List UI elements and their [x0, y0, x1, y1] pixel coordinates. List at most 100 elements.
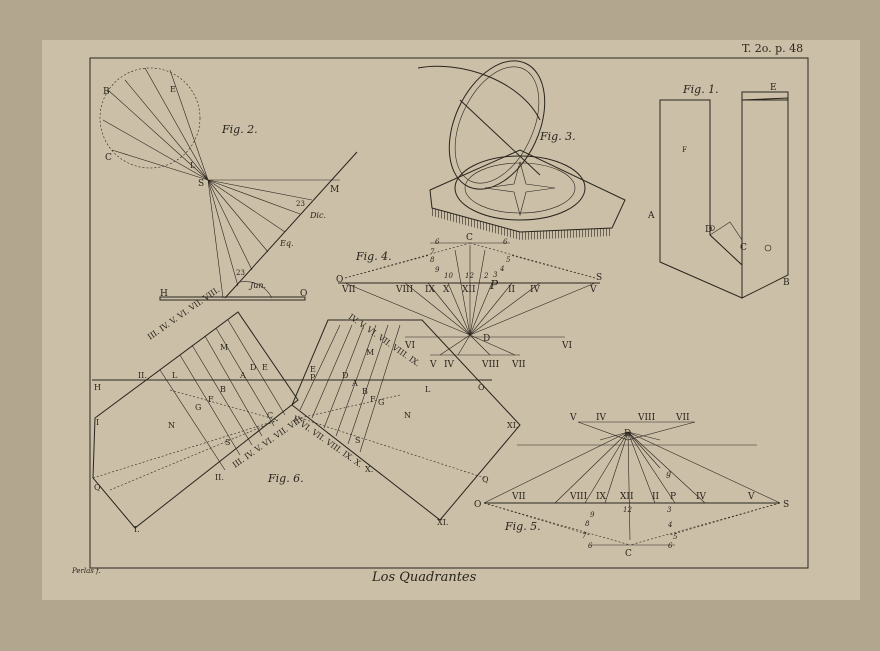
- fig1-label-c: C: [740, 243, 747, 253]
- fig6-right-label: D: [342, 371, 348, 380]
- fig6-right-label: G: [378, 398, 384, 407]
- fig6-right-label: F: [370, 395, 376, 404]
- fig5-hour: VIII: [637, 413, 656, 423]
- fig6-right-label: M: [366, 348, 374, 357]
- fig4-number: 10: [444, 272, 453, 280]
- fig4-hour: VII: [341, 285, 356, 295]
- fig4-hour: IV: [530, 285, 541, 295]
- fig4-label-o: O: [336, 275, 343, 285]
- fig2-label-m: M: [330, 185, 339, 195]
- fig5-number: 12: [623, 506, 632, 514]
- fig4-number: 7: [430, 248, 435, 256]
- fig6-right-label: P: [310, 373, 316, 382]
- fig6-right-label: S: [355, 436, 360, 445]
- fig6-left-label: B: [220, 385, 226, 394]
- fig2-label-dic: Dic.: [309, 211, 326, 220]
- fig4-number: 6: [435, 238, 440, 246]
- fig6-left-label: F: [208, 395, 214, 404]
- fig5-number: 5: [673, 533, 678, 541]
- plate-reference: T. 2o. p. 48: [742, 42, 803, 55]
- fig1-label-e: E: [770, 83, 777, 93]
- fig4-number: 2: [483, 272, 489, 280]
- fig4-label-s: S: [596, 273, 602, 283]
- fig2-label-b: B: [103, 87, 110, 97]
- fig4-number: 3: [493, 271, 498, 279]
- fig5-hour: IX: [596, 492, 607, 502]
- fig4-hour: VII: [511, 360, 526, 370]
- fig4-title: Fig. 4.: [355, 250, 392, 263]
- fig4-number: 9: [435, 266, 440, 274]
- fig5-hour: V: [569, 413, 577, 423]
- fig2-title: Fig. 2.: [221, 123, 258, 136]
- fig6-left-label: I: [96, 418, 99, 427]
- fig4-hour: V: [429, 360, 437, 370]
- fig5-number: 3: [667, 506, 672, 514]
- fig2-label-jun: Jun.: [248, 281, 266, 290]
- fig6-left-label: E: [262, 363, 268, 372]
- fig5-hour: IV: [696, 492, 707, 502]
- fig6-left-label: D: [250, 363, 256, 372]
- fig2-label-23b: 23: [236, 269, 245, 277]
- fig1-label-d: D: [705, 225, 712, 235]
- fig2-label-c: C: [105, 153, 112, 163]
- fig4-number: 6: [503, 238, 508, 246]
- fig6-right-label: L: [425, 385, 431, 394]
- fig5-number: 8: [585, 520, 590, 528]
- fig4-hour: X: [443, 285, 450, 295]
- fig6-right-label: XI.: [437, 518, 448, 527]
- fig6-left-label: N: [168, 421, 175, 430]
- plate-caption: Los Quadrantes: [371, 570, 477, 585]
- fig1-title: Fig. 1.: [682, 83, 719, 96]
- fig6-right-label: XI.: [507, 421, 518, 430]
- fig6-left-label: H: [94, 383, 101, 392]
- fig6-title: Fig. 6.: [267, 472, 304, 485]
- fig5-number: 7: [582, 532, 587, 540]
- fig5-hour: XII: [620, 492, 634, 502]
- fig1-label-f: F: [682, 146, 687, 154]
- fig4-hour: VI: [561, 341, 572, 351]
- fig4-hour: VIII: [395, 285, 414, 295]
- fig4-label-d: D: [483, 334, 490, 344]
- fig5-label-d: D: [624, 429, 631, 439]
- figure-4: Fig. 4. C D O S P 6 6 7 5 8 4 9 3 10 12 …: [336, 233, 602, 370]
- fig4-hour: IX: [425, 285, 436, 295]
- fig4-hour: VIII: [481, 360, 500, 370]
- fig6-left-label: G: [195, 403, 201, 412]
- fig4-number: 4: [499, 265, 504, 273]
- fig5-label-s: S: [783, 500, 789, 510]
- fig5-number: 6: [668, 542, 673, 550]
- fig5-hour: IV: [596, 413, 607, 423]
- fig4-number: 12: [465, 272, 474, 280]
- fig6-left-label: II.: [215, 473, 224, 482]
- fig2-label-h: H: [160, 289, 168, 299]
- fig5-hour: VII: [675, 413, 690, 423]
- fig5-title: Fig. 5.: [504, 520, 541, 533]
- fig6-right-label: Q: [482, 475, 489, 484]
- fig1-label-b: B: [783, 278, 790, 288]
- fig5-hour: VIII: [569, 492, 588, 502]
- fig2-label-23a: 23: [296, 200, 305, 208]
- fig4-number: 5: [506, 256, 511, 264]
- fig5-label-c: C: [625, 549, 632, 559]
- fig5-label-o: O: [474, 500, 481, 510]
- engraver-signature: Perlas f.: [71, 567, 101, 575]
- fig6-left-label: M: [220, 343, 228, 352]
- fig4-hour: II: [508, 285, 516, 295]
- fig5-number: 6: [588, 542, 593, 550]
- fig6-right-label: X.: [365, 465, 373, 474]
- fig1-label-a: A: [647, 211, 655, 221]
- fig5-number: 9: [590, 511, 595, 519]
- fig4-hour: VI: [404, 341, 415, 351]
- fig4-number: 8: [430, 256, 435, 264]
- fig4-hour: IV: [444, 360, 455, 370]
- fig6-left-label: A: [239, 371, 246, 380]
- fig3-title: Fig. 3.: [539, 130, 576, 143]
- fig6-left-label: S: [225, 438, 230, 447]
- fig5-label-g: g: [666, 469, 671, 478]
- figure-5: Fig. 5. C D O S g V IV VIII VII VII VIII…: [474, 413, 789, 559]
- fig6-right-label: N: [404, 411, 411, 420]
- fig6-right-label: A: [351, 379, 358, 388]
- fig6-left-label: C: [267, 411, 273, 420]
- fig5-hour: II: [652, 492, 660, 502]
